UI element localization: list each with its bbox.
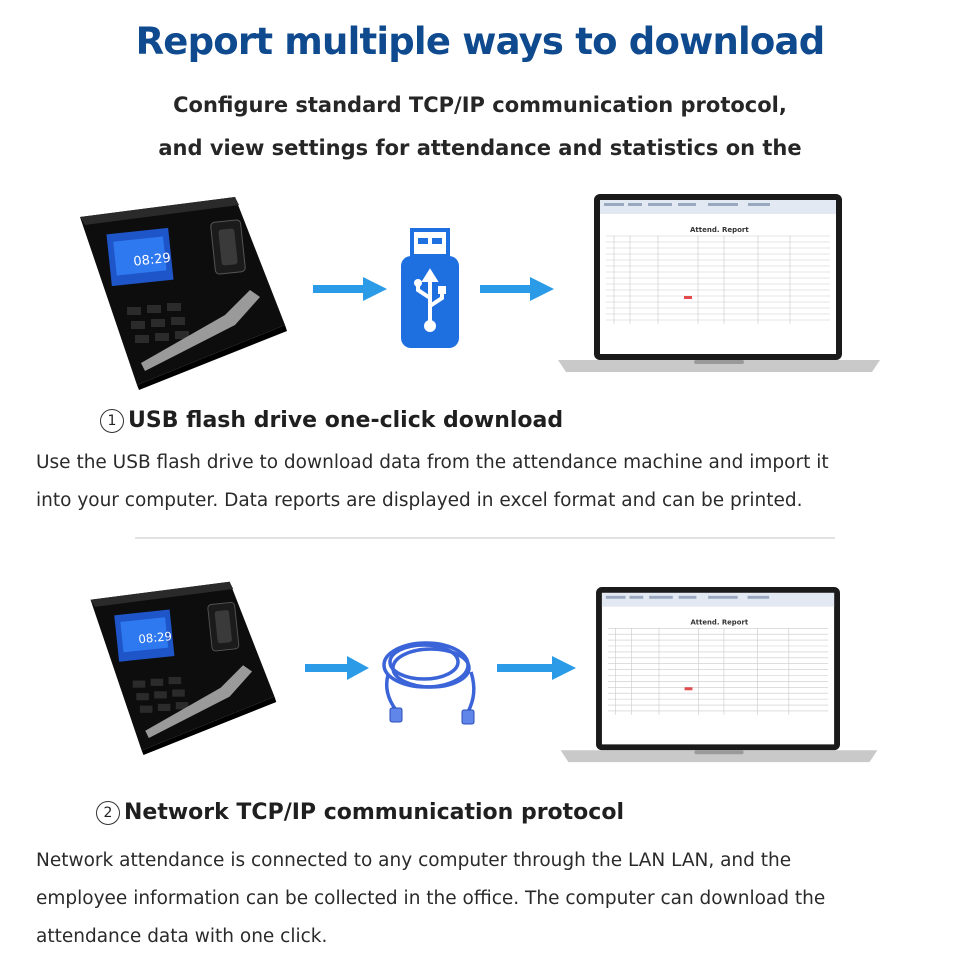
usb-flash-drive-icon (401, 228, 459, 348)
right-arrow-icon (305, 656, 369, 680)
network-cable-icon (382, 641, 476, 725)
section-1-description-line-1: Use the USB flash drive to download data… (36, 452, 829, 473)
laptop-report-image: Attend. Report (560, 586, 878, 763)
right-arrow-icon (313, 277, 387, 301)
attendance-machine-image: 08:29 (90, 581, 277, 755)
right-arrow-icon (497, 656, 576, 680)
device-clock-text: 08:29 (133, 251, 172, 270)
page-subtitle-line-1: Configure standard TCP/IP communication … (173, 93, 787, 117)
attendance-machine-image: 08:29 (80, 197, 287, 390)
section-2-description-line-1: Network attendance is connected to any c… (36, 850, 792, 871)
section-divider (135, 537, 835, 539)
laptop-report-image: Attend. Report (558, 194, 880, 372)
section-2-description-line-2: employee information can be collected in… (36, 888, 826, 909)
section-1-heading-text: USB flash drive one-click download (128, 408, 564, 433)
section-2-heading-text: Network TCP/IP communication protocol (124, 800, 624, 825)
report-sheet-title: Attend. Report (690, 618, 748, 626)
section-1-number: 1 (100, 409, 124, 433)
report-sheet-title: Attend. Report (690, 226, 749, 234)
right-arrow-icon (480, 277, 554, 301)
page-subtitle-line-2: and view settings for attendance and sta… (158, 136, 802, 160)
section-1-description-line-2: into your computer. Data reports are dis… (36, 490, 803, 511)
section-2-number: 2 (96, 801, 120, 825)
page-title: Report multiple ways to download (135, 20, 826, 63)
section-2-description-line-3: attendance data with one click. (36, 926, 328, 947)
device-clock-text: 08:29 (138, 629, 173, 646)
